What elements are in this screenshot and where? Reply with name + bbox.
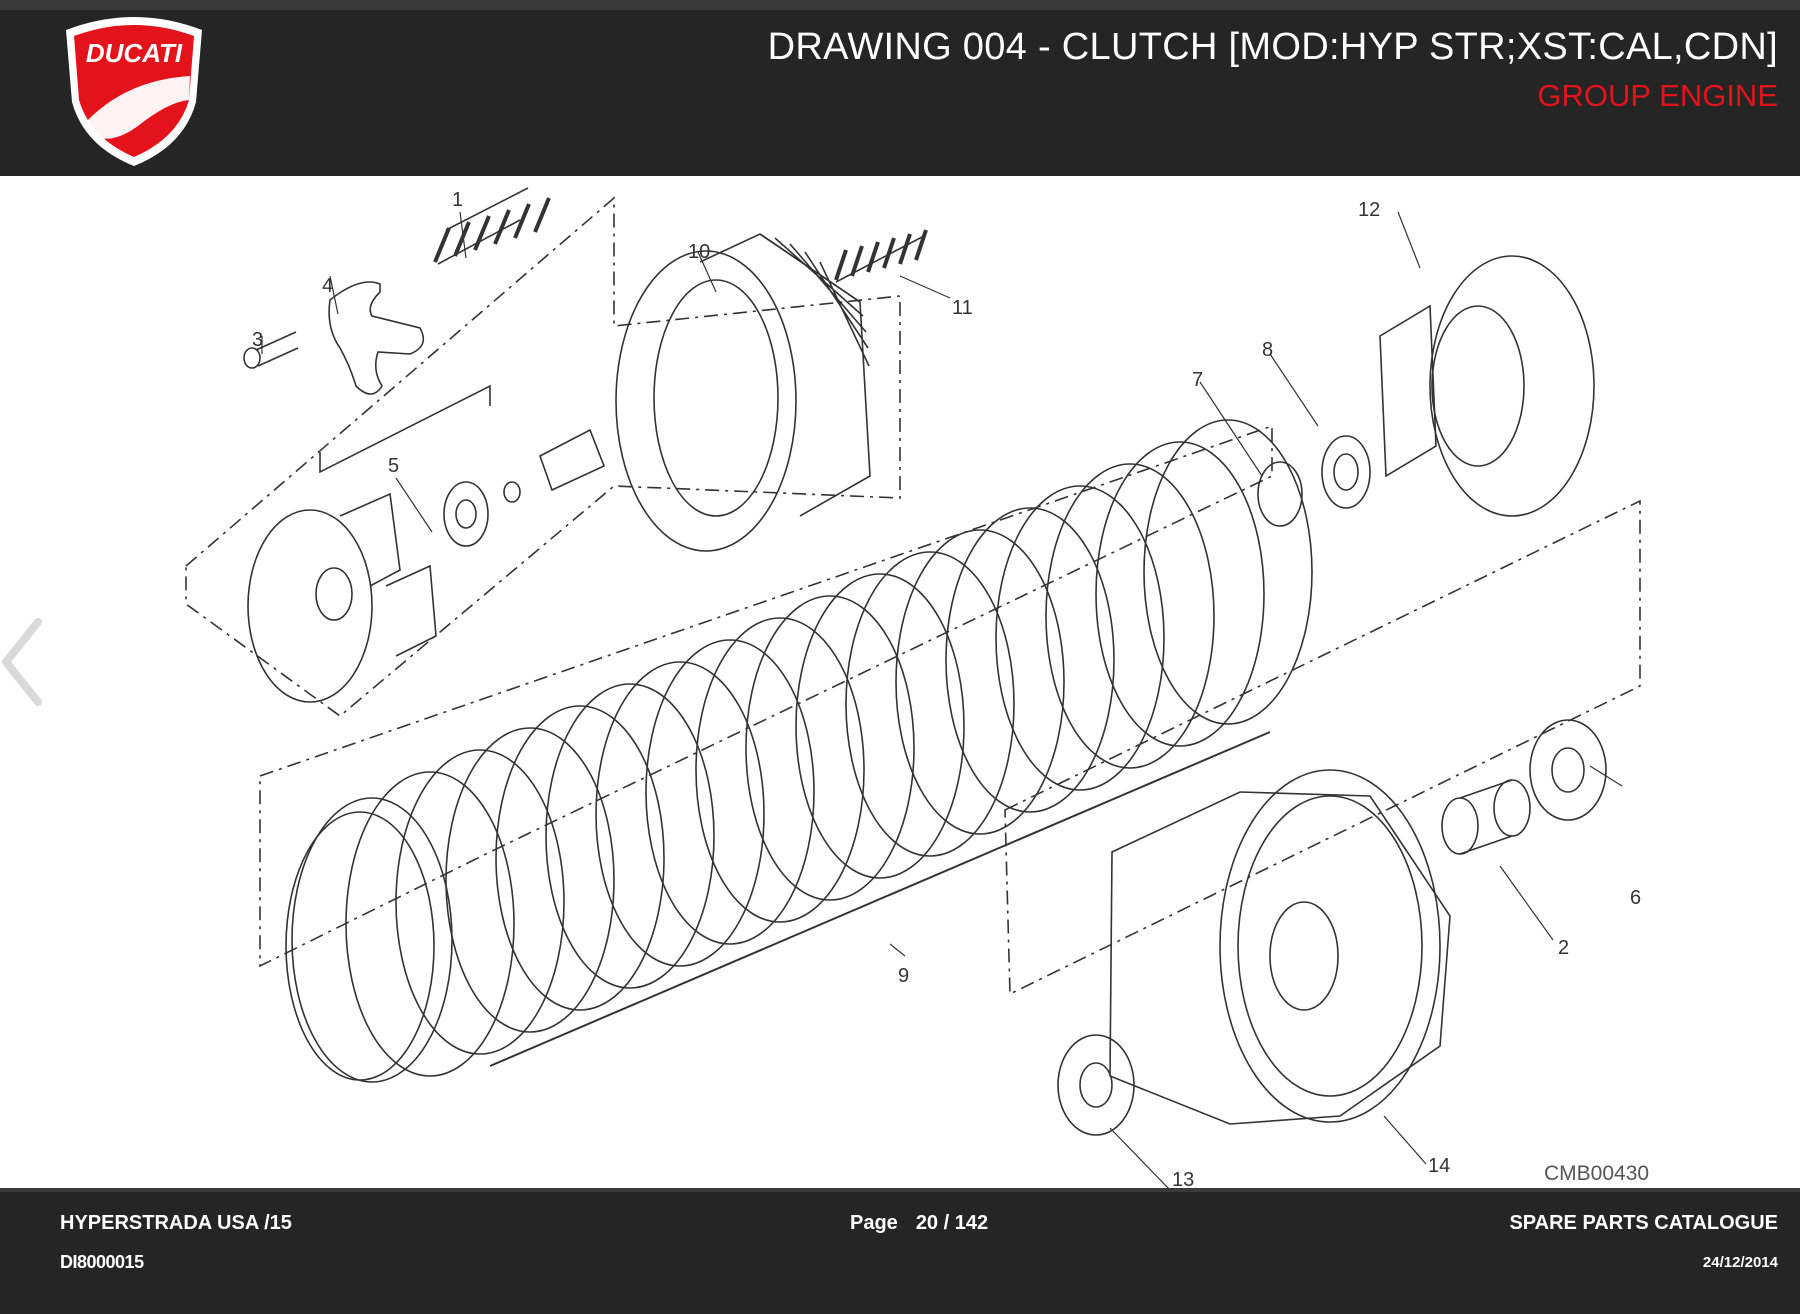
- catalogue-date: 24/12/2014: [1702, 1254, 1778, 1271]
- page-label: Page: [850, 1212, 898, 1234]
- drawing-reference-code: CMB00430: [1544, 1162, 1649, 1185]
- clutch-diagram: 1 2 3 4 5 6 7 8 9 10 11 12 13 14 CMB0043…: [185, 187, 1649, 1188]
- group-outline-basket: [1004, 499, 1641, 996]
- part-8-lockwasher: [1321, 435, 1371, 509]
- callout-6: 6: [1630, 887, 1641, 909]
- page-header: DUCATI DRAWING 004 - CLUTCH [MOD:HYP STR…: [0, 0, 1800, 176]
- callout-7: 7: [1192, 369, 1203, 391]
- group-outline-plates: [259, 424, 1273, 968]
- part-4-plate: [328, 281, 425, 395]
- part-3-bolt: [243, 331, 299, 369]
- part-9-plate-stack: [285, 419, 1313, 1083]
- callout-9: 9: [898, 965, 909, 987]
- page-indicator: Page 20 / 142: [850, 1212, 1006, 1235]
- callout-13: 13: [1172, 1169, 1194, 1188]
- callout-2: 2: [1558, 937, 1569, 959]
- header-topline: [0, 0, 1800, 10]
- part-12-inner-hub: [1379, 255, 1595, 517]
- document-code: DI8000015: [60, 1252, 144, 1272]
- catalogue-label: SPARE PARTS CATALOGUE: [1509, 1212, 1778, 1234]
- callout-5: 5: [388, 455, 399, 477]
- callout-10: 10: [688, 241, 710, 263]
- part-5-bracket: [319, 384, 491, 474]
- callout-1: 1: [452, 189, 463, 211]
- callout-8: 8: [1262, 339, 1273, 361]
- page-number: 20 / 142: [915, 1212, 989, 1234]
- part-14-clutch-basket: [1109, 769, 1451, 1125]
- part-7-nut: [1257, 461, 1303, 527]
- group-subtitle: GROUP ENGINE: [1537, 78, 1778, 113]
- previous-page-button[interactable]: [0, 612, 48, 712]
- callout-3: 3: [252, 329, 263, 351]
- page-title: DRAWING 004 - CLUTCH [MOD:HYP STR;XST:CA…: [767, 26, 1778, 68]
- page-footer: HYPERSTRADA USA /15 DI8000015 Page 20 / 1…: [0, 1188, 1800, 1314]
- ducati-logo: DUCATI: [56, 10, 212, 168]
- callout-12: 12: [1358, 199, 1380, 221]
- footer-topline: [0, 1188, 1800, 1192]
- part-1-spring: [433, 187, 551, 265]
- group-outline-pressure: [185, 196, 901, 718]
- callout-4: 4: [322, 275, 333, 297]
- model-name: HYPERSTRADA USA /15: [60, 1212, 292, 1234]
- part-6-washer: [1529, 719, 1607, 821]
- part-13-washer: [1057, 1034, 1135, 1136]
- logo-wordmark: DUCATI: [86, 38, 183, 68]
- part-10-clutch-drum: [615, 233, 871, 552]
- exploded-drawing: 1 2 3 4 5 6 7 8 9 10 11 12 13 14 CMB0043…: [0, 176, 1800, 1188]
- part-pressure-hub: [247, 428, 606, 703]
- part-11-spring: [834, 229, 928, 283]
- callout-11: 11: [952, 297, 973, 319]
- chevron-left-icon: [2, 618, 42, 706]
- callout-14: 14: [1428, 1155, 1450, 1177]
- part-2-bushing: [1441, 779, 1531, 855]
